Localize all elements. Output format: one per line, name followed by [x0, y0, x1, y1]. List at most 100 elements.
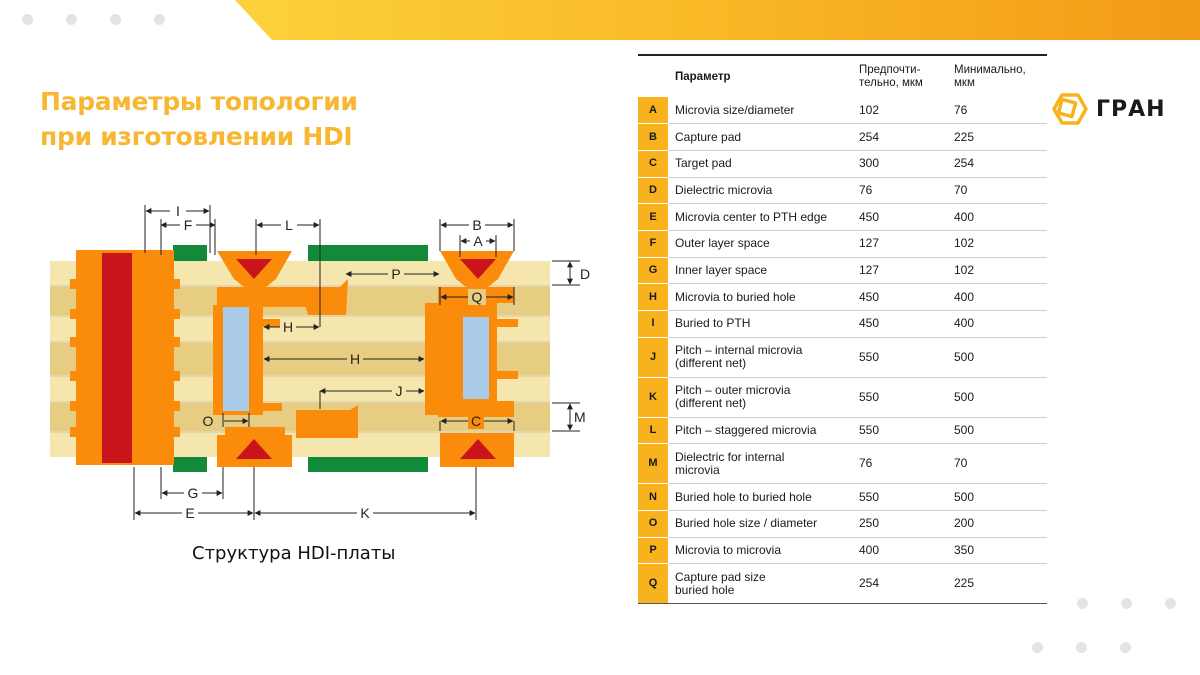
- row-preferred-value: 450: [859, 203, 954, 231]
- row-parameter-name: Pitch – staggered microvia: [668, 417, 859, 445]
- row-letter: H: [638, 283, 668, 311]
- label-j: J: [396, 383, 403, 399]
- header-preferred-line-1: Предпочти-: [859, 63, 921, 76]
- row-parameter-name: Buried hole size / diameter: [668, 510, 859, 538]
- row-parameter-name: Outer layer space: [668, 230, 859, 258]
- row-parameter-name: Microvia to microvia: [668, 537, 859, 565]
- row-letter: Q: [638, 563, 668, 605]
- label-k: K: [360, 505, 370, 521]
- logo: ГРАН: [1046, 89, 1166, 129]
- row-minimum-value: 500: [954, 483, 1047, 512]
- row-parameter-name: Dielectric microvia: [668, 177, 859, 205]
- label-c: C: [471, 413, 481, 429]
- row-preferred-value: 76: [859, 177, 954, 205]
- row-minimum-value: 102: [954, 230, 1047, 258]
- row-minimum-value: 70: [954, 177, 1047, 205]
- dimension-labels: I F L B A D P Q H H J O C M G: [170, 203, 590, 521]
- row-parameter-name: Target pad: [668, 150, 859, 178]
- label-i: I: [176, 203, 180, 219]
- row-parameter-name: Microvia to buried hole: [668, 283, 859, 311]
- row-minimum-value: 254: [954, 150, 1047, 178]
- parameters-table: Параметр Предпочти- тельно, мкм Минималь…: [638, 54, 1047, 605]
- row-parameter-name: Pitch – internal microvia(different net): [668, 337, 859, 378]
- row-preferred-value: 300: [859, 150, 954, 178]
- row-minimum-value: 500: [954, 417, 1047, 445]
- row-parameter-name-line: Pitch – outer microvia: [675, 383, 791, 398]
- row-parameter-name-line: (different net): [675, 356, 747, 371]
- row-minimum-value: 400: [954, 283, 1047, 311]
- page-title: Параметры топологии при изготовлении HDI: [40, 84, 358, 154]
- row-parameter-name: Capture pad: [668, 123, 859, 151]
- row-minimum-value: 350: [954, 537, 1047, 565]
- label-p: P: [391, 266, 400, 282]
- header-preferred: Предпочти- тельно, мкм: [859, 55, 954, 97]
- row-preferred-value: 550: [859, 337, 954, 378]
- table-header-row: Параметр Предпочти- тельно, мкм Минималь…: [638, 55, 1047, 97]
- header-preferred-line-2: тельно, мкм: [859, 76, 923, 89]
- title-line-1: Параметры топологии: [40, 87, 358, 116]
- row-preferred-value: 550: [859, 377, 954, 418]
- label-g: G: [188, 485, 199, 501]
- row-parameter-name-line: Pitch – internal microvia: [675, 343, 803, 358]
- row-letter: A: [638, 97, 668, 125]
- row-letter: L: [638, 417, 668, 445]
- decor-dots-bottom-2: [1032, 642, 1131, 653]
- label-m: M: [574, 409, 586, 425]
- row-minimum-value: 225: [954, 563, 1047, 605]
- row-parameter-name: Inner layer space: [668, 257, 859, 285]
- gran-logo-icon: [1052, 93, 1088, 125]
- row-minimum-value: 500: [954, 377, 1047, 418]
- label-h-1: H: [283, 319, 293, 335]
- row-parameter-name-line: buried hole: [675, 582, 735, 597]
- row-parameter-name-line: Target pad: [675, 156, 732, 171]
- header-minimum-line-2: мкм: [954, 76, 975, 89]
- header-param: Параметр: [675, 70, 731, 83]
- row-minimum-value: 500: [954, 337, 1047, 378]
- filled-vias: [102, 253, 496, 463]
- row-parameter-name-line: Microvia center to PTH edge: [675, 209, 828, 224]
- row-parameter-name-line: microvia: [675, 462, 720, 477]
- row-letter: C: [638, 150, 668, 178]
- row-parameter-name-line: Dielectric microvia: [675, 182, 773, 197]
- row-preferred-value: 127: [859, 257, 954, 285]
- row-parameter-name-line: Dielectric for internal: [675, 449, 785, 464]
- row-parameter-name-line: (different net): [675, 396, 747, 411]
- row-preferred-value: 450: [859, 283, 954, 311]
- row-parameter-name: Buried hole to buried hole: [668, 483, 859, 512]
- label-b: B: [472, 217, 481, 233]
- row-minimum-value: 76: [954, 97, 1047, 125]
- row-parameter-name-line: Buried to PTH: [675, 316, 751, 331]
- row-parameter-name-line: Inner layer space: [675, 262, 768, 277]
- decor-dots-top: [22, 14, 165, 25]
- row-letter: J: [638, 337, 668, 378]
- row-letter: N: [638, 483, 668, 512]
- title-line-2: при изготовлении HDI: [40, 122, 353, 151]
- row-parameter-name-line: Microvia size/diameter: [675, 102, 795, 117]
- row-parameter-name-line: Capture pad size: [675, 569, 766, 584]
- buried-holes: [223, 307, 489, 411]
- row-letter: O: [638, 510, 668, 538]
- row-preferred-value: 250: [859, 510, 954, 538]
- row-preferred-value: 127: [859, 230, 954, 258]
- row-preferred-value: 550: [859, 483, 954, 512]
- row-minimum-value: 102: [954, 257, 1047, 285]
- header-minimum-line-1: Минимально,: [954, 63, 1026, 76]
- label-h-2: H: [350, 351, 360, 367]
- hdi-structure-diagram: I F L B A D P Q H H J O C M G: [40, 195, 600, 530]
- label-l: L: [285, 217, 293, 233]
